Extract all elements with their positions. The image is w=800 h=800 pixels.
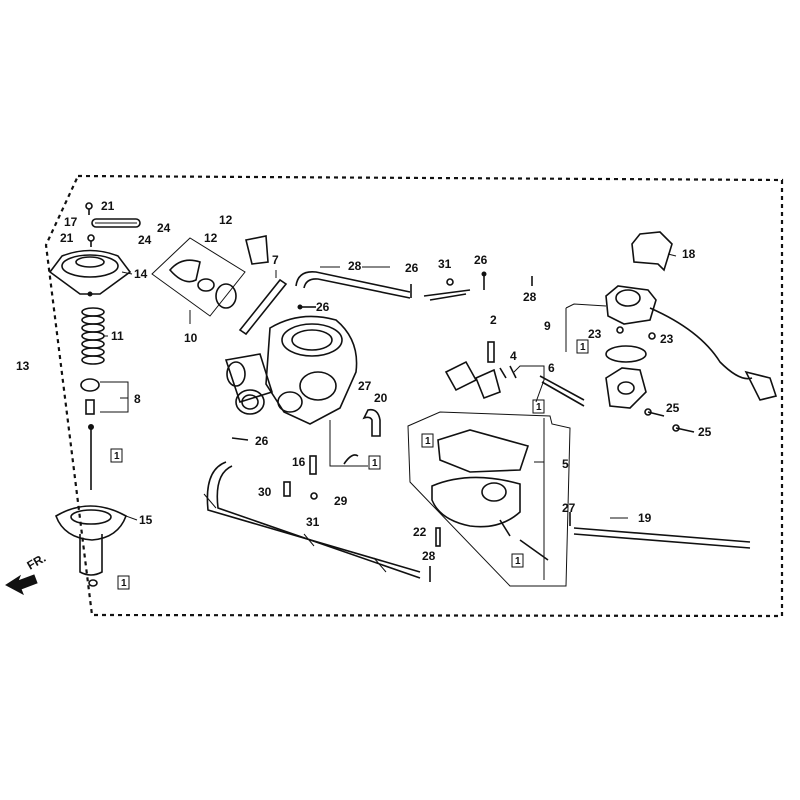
callout: 2 [490,313,497,327]
svg-text:1: 1 [536,402,542,413]
boxed-marker: 1 [421,433,434,448]
callout: 27 [562,501,576,515]
boxed-marker: 1 [110,448,123,463]
direction-label: FR. [25,551,49,573]
leader-lines [100,253,677,580]
callout: 8 [134,392,141,406]
svg-text:1: 1 [515,556,521,567]
float-left [444,360,478,392]
callout: 17 [64,215,78,229]
choke-wire [649,307,753,380]
callout: 14 [134,267,148,281]
callout: 28 [348,259,362,273]
needle-holder-17 [91,218,141,228]
callout: 22 [413,525,427,539]
float-bowl [431,476,521,528]
svg-text:1: 1 [372,458,378,469]
callout: 24 [157,221,171,235]
callout-labels: 21 17 21 24 24 12 12 7 10 14 11 8 15 28 … [60,199,712,563]
callout: 15 [139,513,153,527]
hose-28 [295,270,411,293]
callout: 28 [422,549,436,563]
callout: 26 [405,261,419,275]
callout: 12 [219,213,233,227]
callout: 23 [660,332,674,346]
tube-31 [206,461,421,573]
boxed-marker: 1 [368,455,381,470]
callout: 10 [184,331,198,345]
top-cover-14 [48,249,132,295]
callout: 31 [306,515,320,529]
callout: 24 [138,233,152,247]
boxed-markers: 1 1 1 1 1 1 1 [110,339,589,590]
left-column-parts [48,202,141,587]
assembly-frame [44,174,784,618]
boxed-marker: 1 [117,575,130,590]
callout: 4 [510,349,517,363]
callout: 7 [272,253,279,267]
callout: 30 [258,485,272,499]
callout: 16 [292,455,306,469]
gasket [437,429,530,473]
tubes [203,437,751,582]
svg-text:1: 1 [121,578,127,589]
callout: 26 [316,300,330,314]
carburetor-body [151,235,411,467]
callout: 18 [682,247,696,261]
callout: 31 [438,257,452,271]
callout: 20 [374,391,388,405]
callout: 6 [548,361,555,375]
svg-text:1: 1 [425,436,431,447]
choke-cover-18 [631,231,673,272]
callout: 9 [544,319,551,333]
callout: 21 [60,231,74,245]
boxed-marker: 1 [511,553,524,568]
svg-text:1: 1 [580,342,586,353]
needle-clip-8 [80,378,100,392]
float-chamber-group [407,341,585,587]
bar-7 [238,278,288,336]
arrow-icon [5,574,38,596]
vacuum-piston-15 [55,505,127,541]
callout: 23 [588,327,602,341]
callout: 27 [358,379,372,393]
tube-19 [573,527,751,543]
callout: 5 [562,457,569,471]
callout: 21 [101,199,115,213]
elbow-20 [362,408,381,437]
boxed-marker: 1 [576,339,589,354]
boxed-marker: 1 [532,399,545,414]
spring-11 [81,307,105,365]
assembly-number: 13 [16,359,30,373]
upper-small-parts [410,271,533,301]
callout: 26 [474,253,488,267]
front-direction-arrow: FR. [5,551,49,596]
callout: 12 [204,231,218,245]
callout: 19 [638,511,652,525]
callout: 28 [523,290,537,304]
auto-choke-group [565,231,778,433]
callout: 25 [666,401,680,415]
callout: 26 [255,434,269,448]
screw-21-top [85,202,93,210]
svg-text:1: 1 [114,451,120,462]
callout: 25 [698,425,712,439]
callout: 29 [334,494,348,508]
callout: 11 [111,329,124,343]
